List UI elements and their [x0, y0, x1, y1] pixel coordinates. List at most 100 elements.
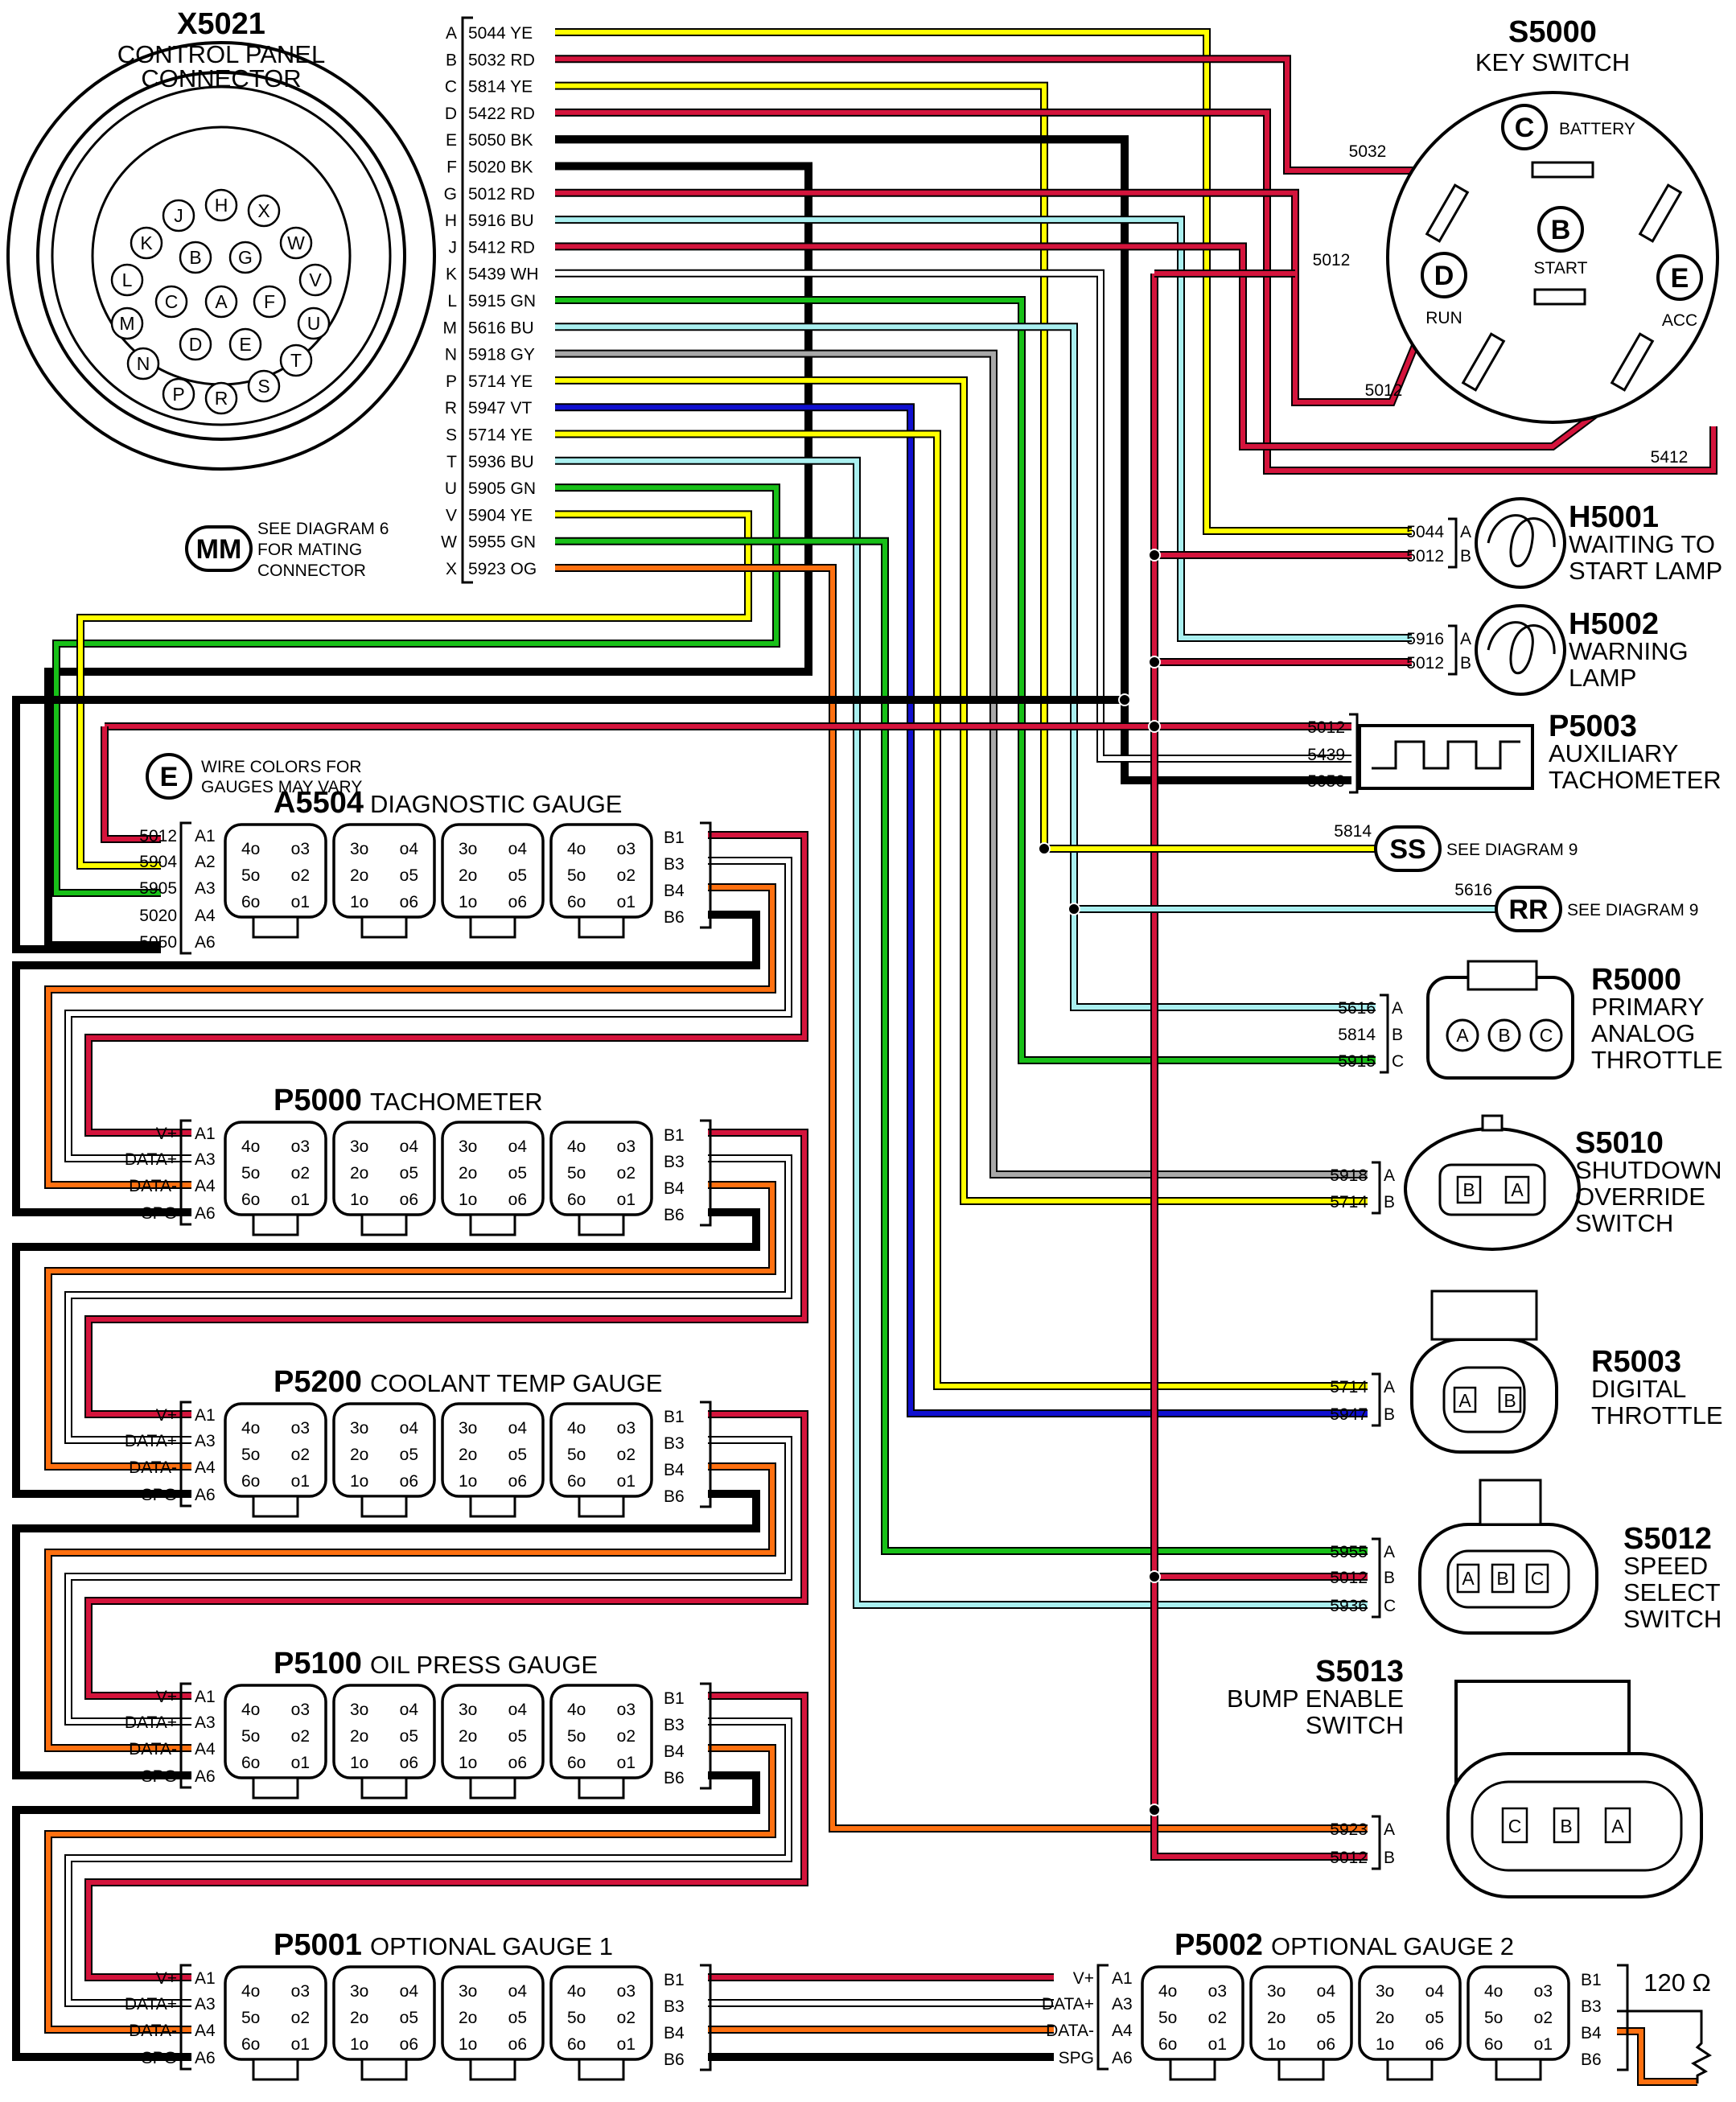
pin-letter-S: S — [446, 426, 457, 445]
x5021-cavity-E — [228, 327, 262, 361]
s5012-line-2: SWITCH — [1623, 1605, 1722, 1633]
p5200-cell-0-n2b: o1 — [291, 1472, 310, 1491]
p5100-cell-3-tab — [578, 1776, 625, 1800]
p5003-wire-1: 5439 — [1307, 746, 1345, 764]
p5002-cell-3-n2b: o1 — [1534, 2035, 1553, 2054]
p5100-cell-0-n2b: o1 — [291, 1754, 310, 1772]
s5013-line-1: SWITCH — [1306, 1711, 1404, 1739]
a5504-cell-2-tab — [469, 915, 516, 939]
a5504-left-pin-1: A2 — [195, 853, 216, 871]
keyswitch-terminal-c-circle — [1501, 104, 1548, 150]
p5200-right-pin-1: B3 — [664, 1434, 685, 1453]
gauge-chain-0-3 — [12, 911, 760, 1216]
pin-label-T: 5936 BU — [468, 453, 534, 471]
h5001-wire-1: 5012 — [1406, 547, 1444, 566]
p5002-cell-1 — [1249, 1965, 1353, 2061]
p5001-left-bracket — [179, 1964, 191, 2071]
r5000-pin-bracket — [1380, 993, 1389, 1074]
p5100-right-pin-3: B6 — [664, 1769, 685, 1787]
gauge-chain-2-2 — [46, 1464, 775, 1750]
a5504-cell-2-n0a: 3o — [459, 840, 477, 858]
p5200-cell-3-n2b: o1 — [617, 1472, 636, 1491]
h5002-title: H5002 — [1569, 607, 1659, 641]
keyswitch-terminal-e-circle — [1656, 254, 1703, 301]
a5504-cell-3-n0b: o3 — [617, 840, 636, 858]
a5504-left-pin-3: A4 — [195, 907, 216, 925]
p5001-cell-2-n1a: 2o — [459, 2009, 477, 2027]
wire-5012-bus-outline — [1150, 274, 1368, 1861]
p5002-cell-0-n0a: 4o — [1158, 1982, 1177, 2001]
p5100-cell-1 — [332, 1684, 436, 1779]
x5021-cavity-L — [110, 263, 144, 297]
a5504-left-label-2: 5905 — [139, 879, 177, 898]
r5000-line-2: THROTTLE — [1591, 1046, 1723, 1074]
s5013-cav-label-B: B — [1560, 1816, 1572, 1837]
keyswitch-run-label: RUN — [1425, 309, 1462, 327]
a5504-cell-0-tab — [252, 915, 299, 939]
a5504-left-label-0: 5012 — [139, 827, 177, 845]
p5002-cell-3-n1b: o2 — [1534, 2009, 1553, 2027]
x5021-cavity-label-L: L — [122, 269, 133, 290]
p5100-left-pin-2: A4 — [195, 1740, 216, 1759]
p5002-right-bracket — [1617, 1964, 1629, 2071]
x5021-cavity-label-R: R — [215, 388, 228, 409]
keyswitch-wire-5012b: 5012 — [1365, 381, 1403, 400]
p5100-name: OIL PRESS GAUGE — [370, 1651, 598, 1679]
s5013-wire-1: 5012 — [1330, 1849, 1368, 1867]
p5000-cell-3-tab — [578, 1213, 625, 1236]
p5001-cell-3 — [549, 1965, 653, 2061]
s5012-pin-2: C — [1384, 1597, 1396, 1615]
p5002-cell-1-n2b: o6 — [1317, 2035, 1335, 2054]
x5021-cavity-label-G: G — [238, 247, 253, 268]
h5001-title: H5001 — [1569, 500, 1659, 534]
splice-dot-7 — [1148, 1804, 1161, 1816]
p5200-cell-2 — [441, 1402, 545, 1498]
p5002-name: OPTIONAL GAUGE 2 — [1271, 1932, 1514, 1960]
p5001-cell-0 — [224, 1965, 327, 2061]
wire-5905 — [54, 485, 779, 895]
s5012-pin-0: A — [1384, 1543, 1395, 1561]
a5504-cell-1-tab — [360, 915, 408, 939]
wires-layer — [12, 28, 1717, 2086]
p5001-right-pin-0: B1 — [664, 1971, 685, 1989]
p5002-right-pin-1: B3 — [1581, 1997, 1602, 2016]
x5021-cavity-label-S: S — [257, 376, 269, 397]
keyswitch-terminal-c-letter: C — [1515, 113, 1535, 143]
a5504-right-pin-0: B1 — [664, 829, 685, 847]
wire-5012-a5504 — [102, 726, 161, 841]
ss-label: SS — [1389, 834, 1425, 865]
wire-5012-key — [555, 190, 1450, 405]
p5100-left-bracket — [179, 1682, 191, 1789]
a5504-right-pin-2: B4 — [664, 882, 685, 900]
keyswitch-title: S5000 — [1508, 15, 1597, 49]
a5504-cell-1-n1a: 2o — [350, 866, 368, 885]
s5012-cav-C — [1525, 1563, 1549, 1594]
mm-label: MM — [196, 534, 242, 565]
ss-badge — [1374, 825, 1442, 872]
s5013-pin-0: A — [1384, 1820, 1395, 1839]
p5000-cell-0-n2a: 6o — [241, 1191, 260, 1209]
x5021-ring-3 — [51, 85, 392, 426]
h5001-wire-0: 5044 — [1406, 523, 1444, 541]
p5000-cell-2-n2a: 1o — [459, 1191, 477, 1209]
p5100-cell-1-n0a: 3o — [350, 1701, 368, 1719]
p5000-cell-3 — [549, 1121, 653, 1216]
x5021-cavity-K — [130, 226, 163, 260]
p5001-cell-0-tab — [252, 2058, 299, 2081]
p5200-cell-3-n0b: o3 — [617, 1419, 636, 1438]
p5002-cell-0-n0b: o3 — [1208, 1982, 1227, 2001]
x5021-cavity-label-W: W — [287, 232, 305, 253]
p5200-cell-0 — [224, 1402, 327, 1498]
p5000-cell-1-tab — [360, 1213, 408, 1236]
p5200-cell-3 — [549, 1402, 653, 1498]
p5001-cell-1-n2a: 1o — [350, 2035, 368, 2054]
shapes-layer — [6, 16, 1719, 2083]
p5100-cell-1-n2b: o6 — [400, 1754, 418, 1772]
a5504-cell-1-n2a: 1o — [350, 893, 368, 911]
pin-letter-P: P — [446, 372, 457, 391]
wire-5422 — [555, 109, 1716, 473]
p5000-cell-1-n2a: 1o — [350, 1191, 368, 1209]
pin-label-J: 5412 RD — [468, 238, 535, 257]
x5021-cavity-T — [279, 343, 313, 377]
